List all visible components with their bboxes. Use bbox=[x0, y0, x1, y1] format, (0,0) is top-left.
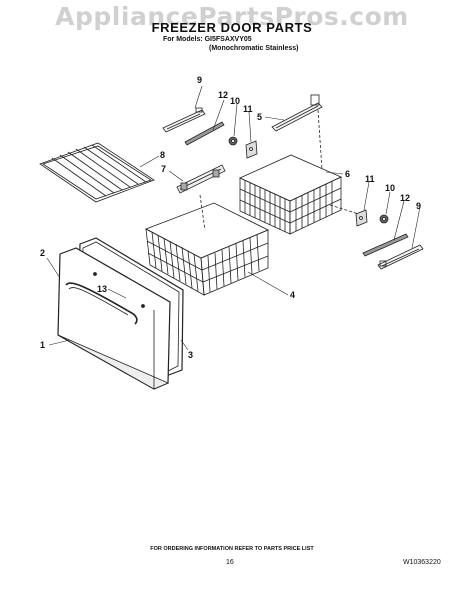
part-12-rail-upper bbox=[184, 121, 225, 146]
part-9-slide-rail-lower bbox=[377, 244, 424, 270]
callout-11-lower: 11 bbox=[365, 174, 375, 184]
part-11-bracket-upper bbox=[245, 140, 258, 159]
callout-9-lower: 9 bbox=[416, 201, 421, 211]
callout-13: 13 bbox=[97, 284, 107, 294]
models-info: For Models: GI5FSAXVY05 (Monochromatic S… bbox=[163, 35, 298, 53]
callout-2: 2 bbox=[40, 248, 45, 258]
ordering-note: FOR ORDERING INFORMATION REFER TO PARTS … bbox=[150, 546, 314, 552]
page-number: 16 bbox=[226, 559, 234, 566]
callout-12-lower: 12 bbox=[400, 193, 410, 203]
callout-3: 3 bbox=[188, 350, 193, 360]
callout-7: 7 bbox=[161, 164, 166, 174]
callout-4: 4 bbox=[290, 290, 295, 300]
page-title: FREEZER DOOR PARTS bbox=[151, 20, 313, 35]
watermark: AppliancePartsPros.com bbox=[55, 2, 409, 31]
callout-8: 8 bbox=[160, 150, 165, 160]
models-line: For Models: GI5FSAXVY05 bbox=[163, 36, 252, 43]
callout-9-upper: 9 bbox=[197, 75, 202, 85]
callout-5: 5 bbox=[257, 112, 262, 122]
callout-11-upper: 11 bbox=[243, 104, 253, 114]
callout-6: 6 bbox=[345, 169, 350, 179]
part-11-bracket-lower bbox=[355, 209, 368, 227]
callout-10-upper: 10 bbox=[230, 96, 240, 106]
callout-1: 1 bbox=[40, 340, 45, 350]
callout-12-upper: 12 bbox=[218, 90, 228, 100]
part-12-rail-lower bbox=[362, 233, 409, 257]
part-13-handle bbox=[65, 272, 145, 325]
document-number: W10363220 bbox=[403, 559, 441, 566]
part-5-basket-rail bbox=[271, 94, 323, 132]
leader-lines bbox=[46, 85, 421, 351]
part-4-lower-basket bbox=[145, 202, 269, 296]
callout-10-lower: 10 bbox=[385, 183, 395, 193]
part-7-rail-assembly bbox=[176, 164, 226, 194]
part-1-door-panel bbox=[57, 247, 171, 390]
part-10-roller-upper bbox=[228, 136, 238, 146]
models-finish: (Monochromatic Stainless) bbox=[209, 45, 299, 52]
part-10-roller-lower bbox=[379, 214, 389, 224]
part-8-shelf-grid bbox=[39, 142, 155, 203]
part-6-upper-basket bbox=[239, 154, 342, 235]
part-9-slide-rail-upper bbox=[162, 107, 206, 133]
